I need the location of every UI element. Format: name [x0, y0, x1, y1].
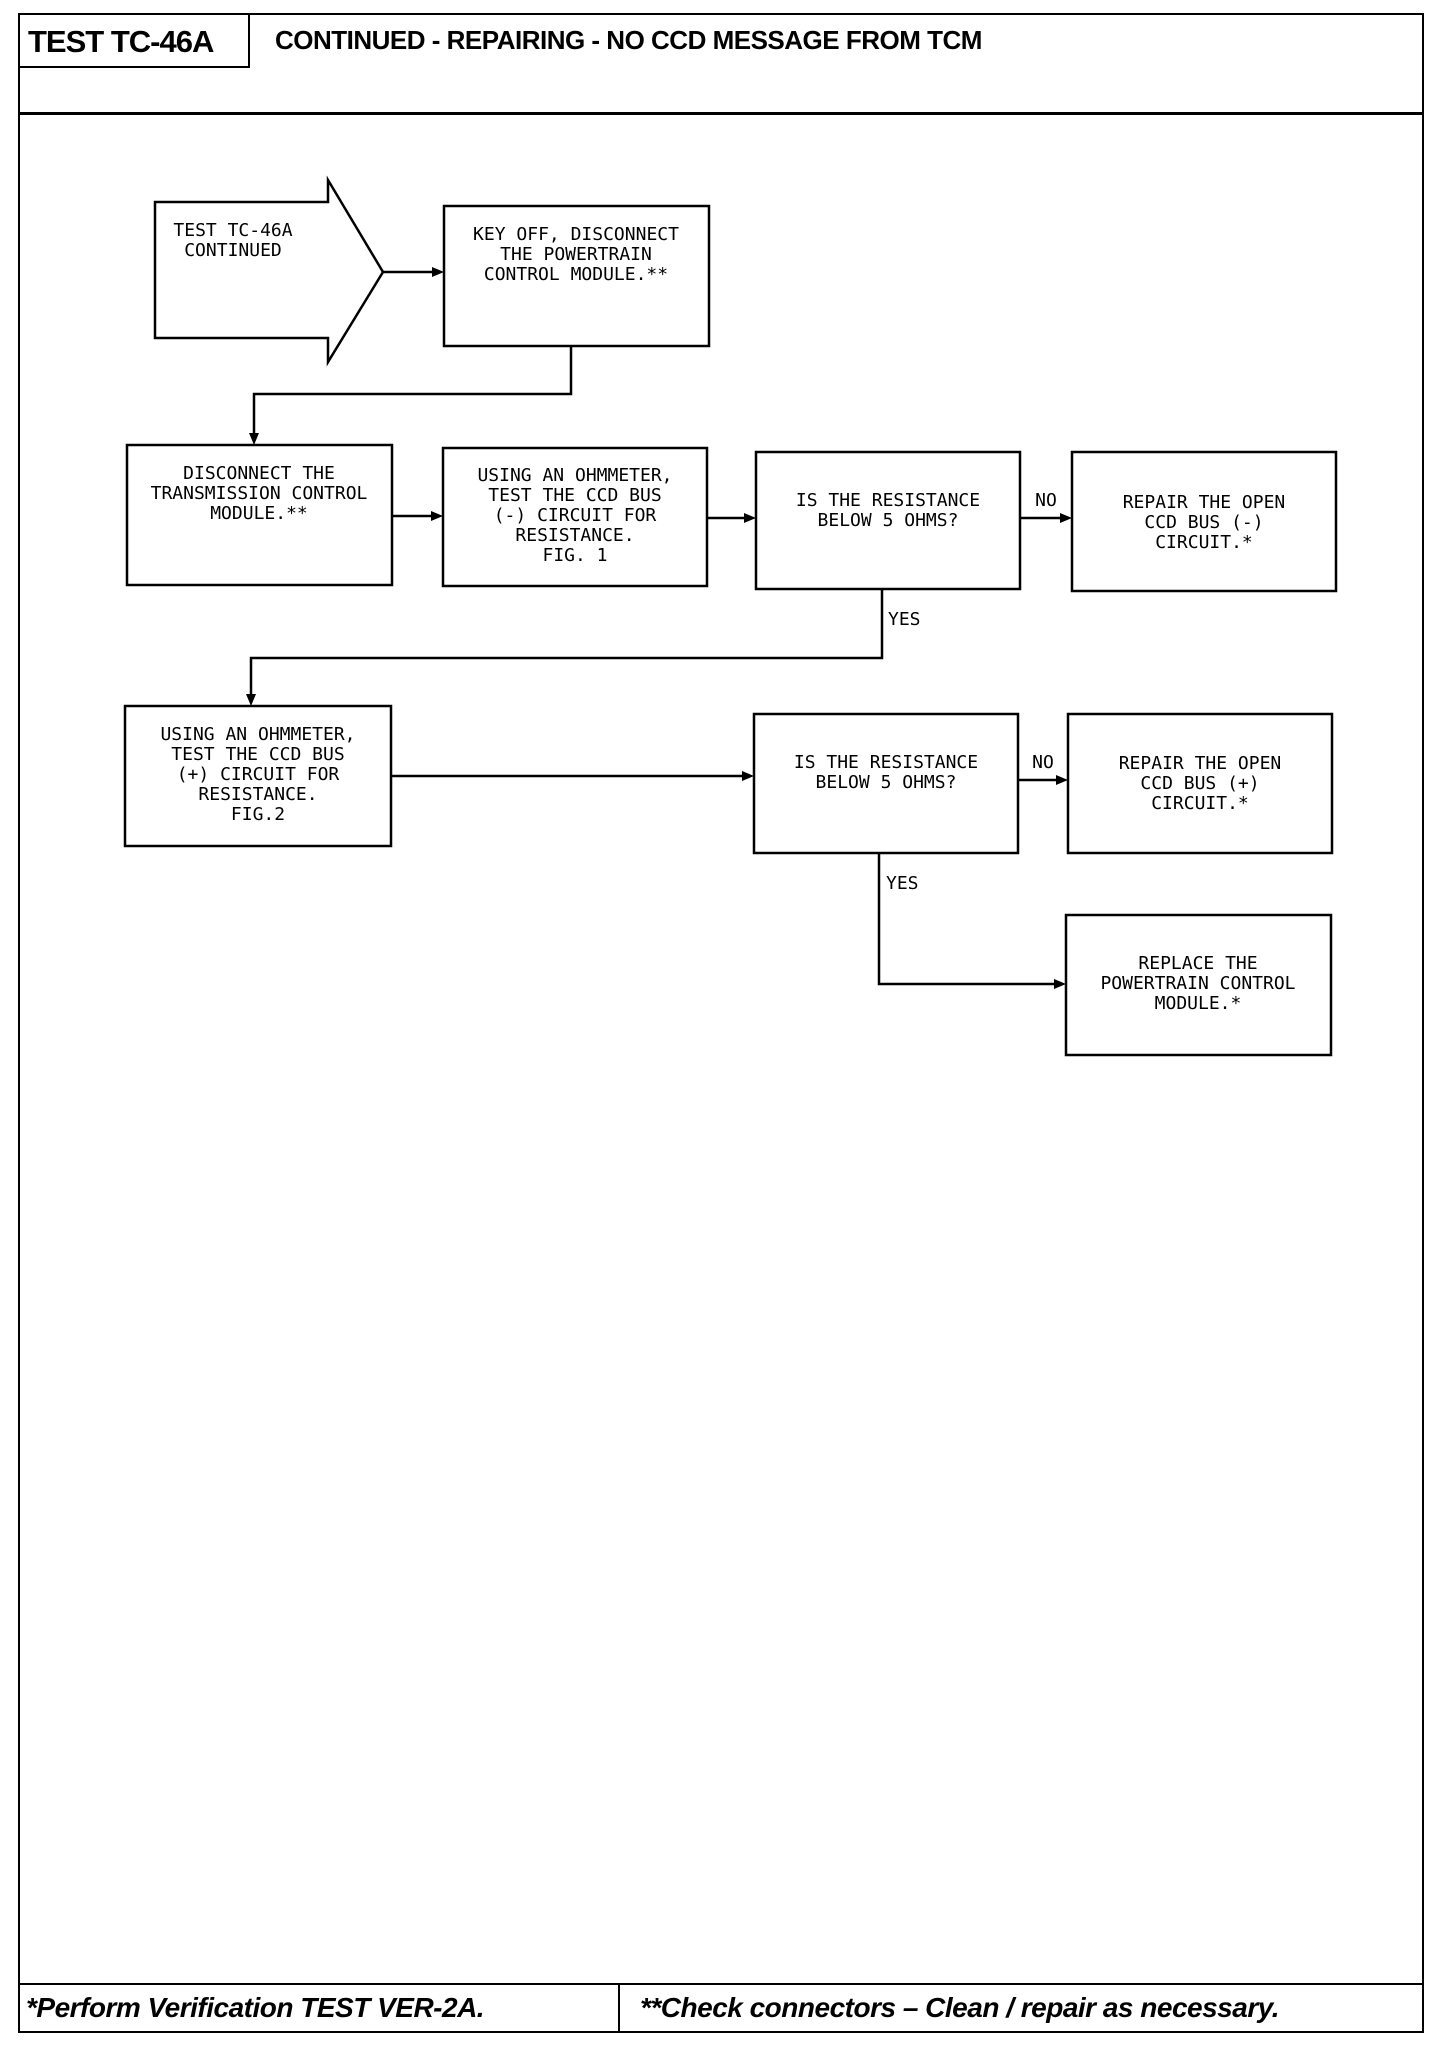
footnote-verification: *Perform Verification TEST VER-2A. — [20, 1985, 620, 2031]
decision-1-line-1: IS THE RESISTANCE — [796, 490, 980, 511]
repair-neg-line-3: CIRCUIT.* — [1155, 532, 1253, 553]
step-test-pos-line-1: USING AN OHMMETER, — [160, 724, 355, 745]
step-test-pos-line-4: RESISTANCE. — [198, 784, 317, 805]
repair-pos-line-1: REPAIR THE OPEN — [1119, 753, 1282, 774]
footnote-connectors: **Check connectors – Clean / repair as n… — [640, 1992, 1280, 2023]
arrowhead-decision2 — [742, 771, 754, 781]
step-test-ccd-neg: USING AN OHMMETER, TEST THE CCD BUS (-) … — [441, 446, 709, 588]
step-key-off-line-2: THE POWERTRAIN — [500, 244, 652, 265]
arrowhead-testneg — [431, 511, 443, 521]
arrowhead-disconnect — [249, 433, 259, 445]
decision-2-line-2: BELOW 5 OHMS? — [816, 772, 957, 793]
step-test-neg-line-3: (-) CIRCUIT FOR — [494, 505, 657, 526]
step-disconnect-tcm-line-1: DISCONNECT THE — [183, 463, 335, 484]
repair-neg-line-2: CCD BUS (-) — [1144, 512, 1263, 533]
connectors: NO YES NO YES — [246, 267, 1072, 989]
decision-1-line-2: BELOW 5 OHMS? — [818, 510, 959, 531]
page-title: CONTINUED - REPAIRING - NO CCD MESSAGE F… — [275, 25, 982, 55]
header: TEST TC-46A CONTINUED - REPAIRING - NO C… — [20, 15, 1422, 115]
footer: *Perform Verification TEST VER-2A. **Che… — [20, 1983, 1422, 2031]
start-line-1: TEST TC-46A — [173, 220, 292, 241]
decision-resistance-2: IS THE RESISTANCE BELOW 5 OHMS? — [752, 712, 1020, 855]
step-test-pos-line-2: TEST THE CCD BUS — [171, 744, 344, 765]
label-no-2: NO — [1032, 752, 1054, 773]
step-disconnect-tcm: DISCONNECT THE TRANSMISSION CONTROL MODU… — [125, 443, 394, 587]
repair-neg-line-1: REPAIR THE OPEN — [1123, 492, 1286, 513]
arrowhead-repair-pos — [1056, 775, 1068, 785]
arrowhead-test-pos — [246, 694, 256, 706]
step-test-pos-line-3: (+) CIRCUIT FOR — [177, 764, 340, 785]
replace-pcm-line-1: REPLACE THE — [1138, 953, 1257, 974]
step-test-neg-line-2: TEST THE CCD BUS — [488, 485, 661, 506]
replace-pcm-line-3: MODULE.* — [1155, 993, 1242, 1014]
step-key-off-line-3: CONTROL MODULE.** — [484, 264, 668, 285]
arrowhead-replace-pcm — [1054, 979, 1066, 989]
arrowhead-repair-neg — [1060, 513, 1072, 523]
step-test-ccd-pos: USING AN OHMMETER, TEST THE CCD BUS (+) … — [123, 704, 393, 848]
connector-decision1-yes — [249, 589, 884, 698]
replace-pcm: REPLACE THE POWERTRAIN CONTROL MODULE.* — [1064, 913, 1333, 1057]
start-line-2: CONTINUED — [184, 240, 282, 261]
step-test-neg-line-5: FIG. 1 — [542, 545, 607, 566]
step-key-off: KEY OFF, DISCONNECT THE POWERTRAIN CONTR… — [442, 204, 711, 348]
replace-pcm-line-2: POWERTRAIN CONTROL — [1100, 973, 1295, 994]
page-frame: TEST TC-46A CONTINUED - REPAIRING - NO C… — [18, 13, 1424, 2033]
step-disconnect-tcm-line-3: MODULE.** — [210, 503, 308, 524]
step-test-pos-line-5: FIG.2 — [231, 804, 285, 825]
start-node: TEST TC-46A CONTINUED — [153, 175, 385, 367]
test-id: TEST TC-46A — [20, 15, 250, 68]
connector-keyoff-disconnect — [252, 346, 573, 437]
step-test-neg-line-4: RESISTANCE. — [515, 525, 634, 546]
repair-pos-line-3: CIRCUIT.* — [1151, 793, 1249, 814]
step-disconnect-tcm-line-2: TRANSMISSION CONTROL — [151, 483, 368, 504]
connector-decision2-yes — [877, 853, 1058, 986]
arrowhead-keyoff — [432, 267, 444, 277]
label-yes-1: YES — [888, 609, 921, 630]
arrowhead-decision1 — [744, 513, 756, 523]
label-no-1: NO — [1035, 490, 1057, 511]
decision-2-line-1: IS THE RESISTANCE — [794, 752, 978, 773]
step-key-off-line-1: KEY OFF, DISCONNECT — [473, 224, 679, 245]
repair-pos-line-2: CCD BUS (+) — [1140, 773, 1259, 794]
label-yes-2: YES — [886, 873, 919, 894]
repair-ccd-pos: REPAIR THE OPEN CCD BUS (+) CIRCUIT.* — [1066, 712, 1334, 855]
decision-resistance-1: IS THE RESISTANCE BELOW 5 OHMS? — [754, 450, 1022, 591]
step-test-neg-line-1: USING AN OHMMETER, — [477, 465, 672, 486]
repair-ccd-neg: REPAIR THE OPEN CCD BUS (-) CIRCUIT.* — [1070, 450, 1338, 593]
